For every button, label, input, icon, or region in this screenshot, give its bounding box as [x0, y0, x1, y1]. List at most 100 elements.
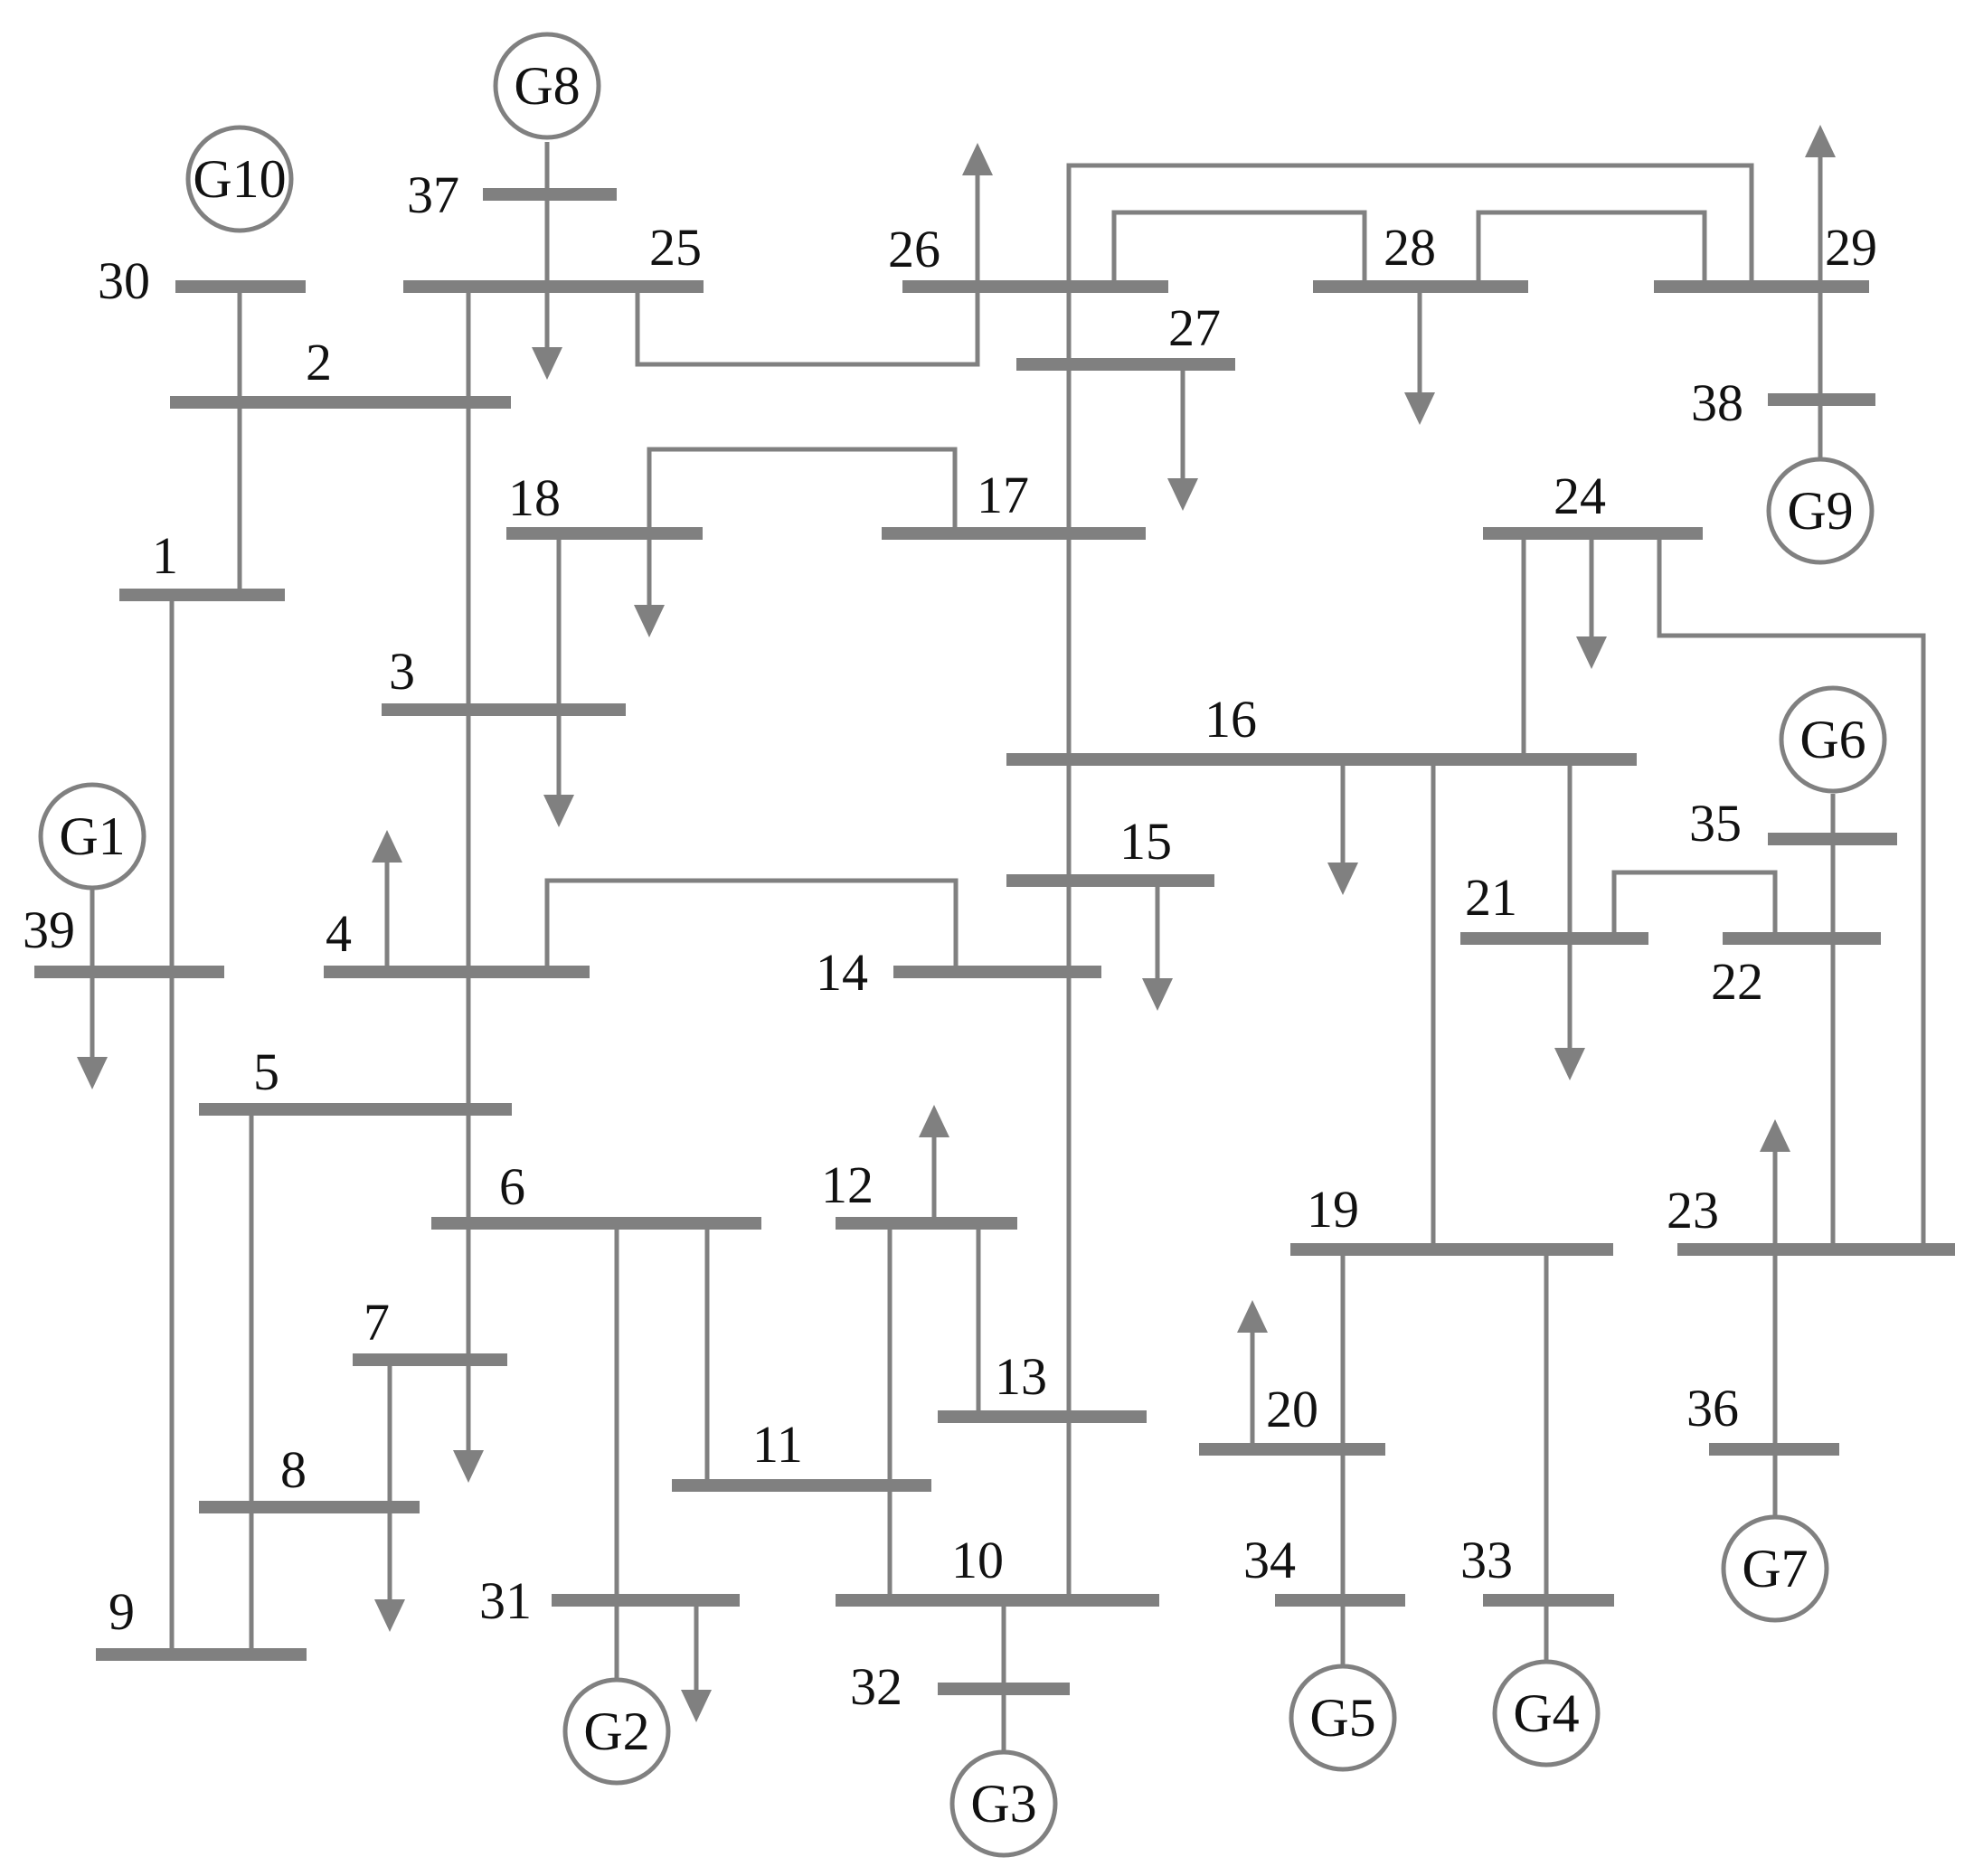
line-26-29 — [1066, 163, 1754, 287]
bus-label-27: 27 — [1168, 298, 1221, 357]
load-arrow-head — [453, 1450, 484, 1483]
bus-label-17: 17 — [977, 466, 1029, 524]
generator-label: G2 — [583, 1702, 649, 1761]
bus-label-26: 26 — [888, 220, 940, 278]
generator-label: G1 — [59, 806, 125, 866]
bus-label-38: 38 — [1691, 373, 1743, 432]
bus-label-32: 32 — [850, 1657, 902, 1716]
bus-label-2: 2 — [306, 333, 332, 391]
line-4-14 — [544, 878, 959, 972]
bus-label-25: 25 — [649, 218, 702, 277]
bus-label-35: 35 — [1689, 794, 1742, 853]
load-arrow-head — [1237, 1300, 1268, 1333]
bus-label-39: 39 — [23, 900, 75, 959]
generator-label: G10 — [193, 149, 286, 209]
bus-label-18: 18 — [508, 468, 561, 527]
load-arrow-head — [1554, 1048, 1585, 1080]
bus-label-4: 4 — [326, 904, 352, 963]
load-arrow-bus-4 — [372, 830, 402, 972]
load-arrow-bus-18 — [634, 533, 665, 637]
bus-label-22: 22 — [1711, 952, 1763, 1011]
loads — [77, 125, 1836, 1722]
line-26-28 — [1111, 210, 1367, 287]
load-arrow-head — [1142, 978, 1173, 1011]
load-arrow-head — [372, 830, 402, 863]
line-25-26 — [635, 287, 980, 367]
generator-g2: G2 — [562, 1677, 671, 1786]
load-arrow-bus-12 — [919, 1105, 949, 1223]
load-arrow-bus-16 — [1327, 759, 1358, 895]
load-arrow-head — [919, 1105, 949, 1137]
bus-label-16: 16 — [1204, 690, 1257, 749]
bus-label-19: 19 — [1307, 1180, 1359, 1239]
load-arrow-bus-25 — [532, 287, 562, 380]
load-arrow-bus-28 — [1404, 287, 1435, 425]
bus-label-20: 20 — [1266, 1380, 1318, 1438]
bus-label-15: 15 — [1119, 812, 1172, 871]
load-arrow-bus-21 — [1554, 938, 1585, 1080]
generator-g3: G3 — [949, 1749, 1058, 1858]
bus-label-3: 3 — [389, 642, 415, 701]
load-arrow-bus-31 — [681, 1600, 712, 1722]
bus-label-8: 8 — [280, 1440, 307, 1499]
bus-label-11: 11 — [752, 1415, 803, 1474]
load-arrow-bus-15 — [1142, 881, 1173, 1011]
bus-label-37: 37 — [407, 165, 459, 224]
load-arrow-head — [1327, 863, 1358, 895]
generator-label: G8 — [514, 56, 580, 116]
transmission-lines — [90, 142, 1926, 1754]
bus-label-30: 30 — [98, 251, 150, 310]
load-arrow-head — [634, 605, 665, 637]
generator-label: G9 — [1787, 481, 1853, 541]
bus-label-10: 10 — [951, 1531, 1004, 1589]
bus-label-29: 29 — [1825, 218, 1877, 277]
bus-label-9: 9 — [109, 1582, 135, 1641]
generator-g1: G1 — [38, 782, 146, 891]
bus-label-13: 13 — [995, 1347, 1047, 1406]
generator-g7: G7 — [1721, 1514, 1829, 1623]
line-24-23 — [1657, 533, 1926, 1249]
bus-label-36: 36 — [1686, 1379, 1739, 1438]
load-arrow-head — [1167, 478, 1198, 511]
load-arrow-bus-27 — [1167, 364, 1198, 511]
generators: G1 G2 G3 G4 G5 G6 G7 G8 — [38, 32, 1887, 1858]
line-28-29 — [1476, 210, 1707, 287]
generator-label: G6 — [1799, 710, 1865, 769]
load-arrow-head — [532, 347, 562, 380]
bus-label-7: 7 — [364, 1293, 390, 1352]
bus-label-31: 31 — [479, 1571, 532, 1630]
bus-label-33: 33 — [1460, 1531, 1513, 1589]
load-arrow-head — [543, 795, 574, 827]
load-arrow-bus-24 — [1576, 533, 1607, 669]
bus-label-21: 21 — [1465, 868, 1517, 927]
load-arrow-bus-39 — [77, 972, 108, 1089]
generator-label: G3 — [970, 1774, 1036, 1834]
bus-label-23: 23 — [1667, 1181, 1719, 1240]
line-18-17 — [647, 447, 958, 533]
bus-label-1: 1 — [152, 526, 178, 585]
load-arrow-bus-26 — [962, 143, 993, 287]
bus-label-24: 24 — [1554, 467, 1606, 525]
bus-label-12: 12 — [821, 1155, 874, 1214]
load-arrow-head — [374, 1599, 405, 1632]
generator-g4: G4 — [1492, 1659, 1601, 1768]
bus-label-28: 28 — [1384, 218, 1436, 277]
buses — [34, 188, 1955, 1695]
load-arrow-head — [1805, 125, 1836, 157]
load-arrow-head — [962, 143, 993, 175]
generator-g10: G10 — [185, 125, 294, 233]
load-arrow-bus-8 — [374, 1507, 405, 1632]
bus-labels: 1 2 3 4 5 6 7 8 9 10 11 12 13 14 15 16 1… — [23, 165, 1877, 1716]
load-arrow-bus-23 — [1760, 1119, 1790, 1249]
bus-label-6: 6 — [499, 1157, 525, 1216]
load-arrow-head — [77, 1057, 108, 1089]
bus-label-5: 5 — [253, 1042, 279, 1101]
bus-label-14: 14 — [816, 943, 868, 1002]
load-arrow-head — [681, 1690, 712, 1722]
load-arrow-bus-3 — [543, 710, 574, 827]
generator-g5: G5 — [1289, 1664, 1397, 1772]
load-arrow-bus-20 — [1237, 1300, 1268, 1449]
line-21-22 — [1611, 870, 1778, 938]
